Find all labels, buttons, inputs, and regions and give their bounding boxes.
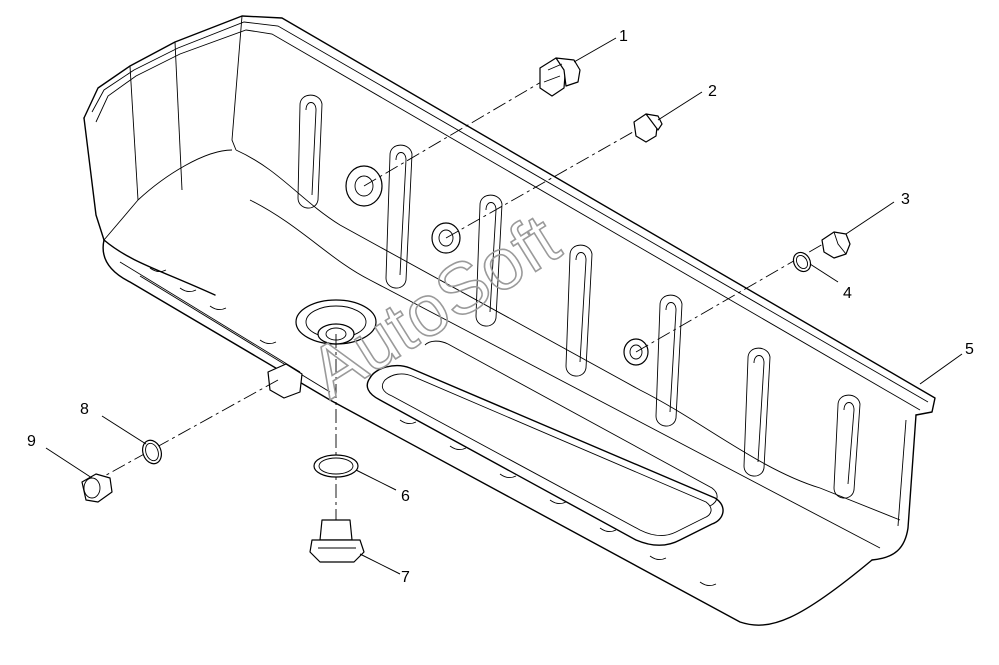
plug-part-3 [821, 231, 851, 259]
callout-6: 6 [401, 488, 410, 505]
callout-9: 9 [27, 433, 36, 450]
plug-part-2 [633, 113, 663, 143]
drain-plug-part-7 [309, 519, 365, 563]
callout-3: 3 [901, 191, 910, 208]
callout-2: 2 [708, 83, 717, 100]
callout-8: 8 [80, 401, 89, 418]
oil-pan [83, 15, 936, 626]
plug-part-9 [81, 473, 113, 503]
washer-part-4 [792, 251, 812, 273]
callout-4: 4 [843, 285, 852, 302]
callout-7: 7 [401, 569, 410, 586]
callout-5: 5 [965, 341, 974, 358]
leader-lines [45, 37, 963, 575]
ring-part-6 [313, 454, 359, 478]
plug-part-1 [539, 57, 581, 97]
ring-part-8 [141, 439, 163, 465]
callout-1: 1 [619, 28, 628, 45]
